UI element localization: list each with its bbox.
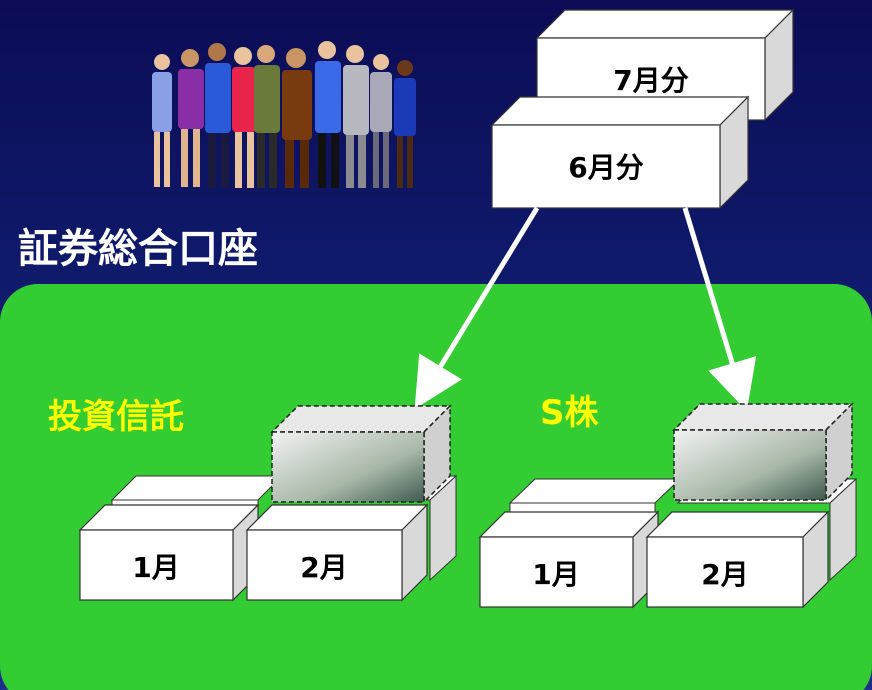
people-group-icon [152, 41, 416, 188]
section-title-s-stock: S株 [540, 393, 599, 433]
arrow-to-s-stock [682, 207, 757, 412]
s-stock-box-jan: 1月 [478, 510, 660, 609]
fund-box-feb-label: 2月 [300, 551, 347, 584]
s-stock-box-feb-label: 2月 [701, 558, 748, 591]
s-stock-box-feb: 2月 [645, 510, 830, 609]
s-stock-box-jan-label: 1月 [532, 558, 579, 591]
arrow-to-fund [414, 206, 540, 410]
s-stock-ghost-box [672, 402, 854, 502]
box-july-label: 7月分 [613, 64, 688, 97]
box-june-label: 6月分 [568, 151, 643, 184]
fund-box-jan-label: 1月 [132, 551, 179, 584]
section-title-fund: 投資信託 [48, 397, 184, 437]
fund-ghost-box [270, 404, 452, 504]
fund-box-jan: 1月 [78, 503, 260, 602]
fund-box-feb: 2月 [245, 503, 429, 602]
box-june: 6月分 [490, 95, 750, 210]
account-title: 証券総合口座 [18, 226, 258, 272]
